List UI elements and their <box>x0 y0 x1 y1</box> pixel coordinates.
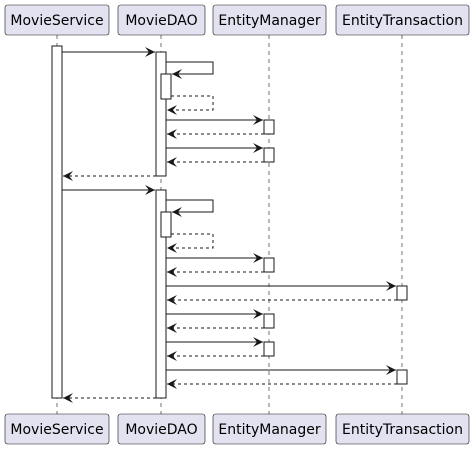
participant-label: MovieDAO <box>125 13 197 29</box>
self-message-dao-1 <box>166 61 214 79</box>
activation-entity-manager-1 <box>263 119 275 135</box>
activation-movie-service <box>51 45 63 399</box>
participant-movie-dao-bottom: MovieDAO <box>117 413 206 445</box>
activation-movie-dao-2 <box>155 189 167 399</box>
self-return-dao-2 <box>167 233 214 253</box>
participant-label: MovieService <box>10 13 103 29</box>
participant-movie-service-bottom: MovieService <box>4 413 110 445</box>
self-return-dao-1 <box>167 95 214 115</box>
activation-movie-dao-self-1 <box>160 73 172 100</box>
participant-entity-manager-top: EntityManager <box>212 4 327 36</box>
self-message-dao-2 <box>166 199 214 217</box>
participant-movie-service-top: MovieService <box>4 4 110 36</box>
participant-label: MovieDAO <box>125 422 197 438</box>
activation-entity-manager-5 <box>263 341 275 357</box>
participant-label: MovieService <box>10 422 103 438</box>
activation-entity-manager-4 <box>263 313 275 329</box>
participant-entity-manager-bottom: EntityManager <box>212 413 327 445</box>
participant-label: EntityManager <box>218 13 320 29</box>
participant-entity-transaction-top: EntityTransaction <box>335 4 470 36</box>
activation-entity-manager-2 <box>263 147 275 163</box>
participant-label: EntityTransaction <box>342 13 463 29</box>
participant-movie-dao-top: MovieDAO <box>117 4 206 36</box>
activation-entity-transaction-1 <box>396 285 408 301</box>
participant-entity-transaction-bottom: EntityTransaction <box>335 413 470 445</box>
activation-entity-transaction-2 <box>396 369 408 385</box>
activation-movie-dao-1 <box>155 51 167 177</box>
participant-label: EntityTransaction <box>342 422 463 438</box>
participant-label: EntityManager <box>218 422 320 438</box>
activation-movie-dao-self-2 <box>160 211 172 238</box>
activation-entity-manager-3 <box>263 257 275 273</box>
